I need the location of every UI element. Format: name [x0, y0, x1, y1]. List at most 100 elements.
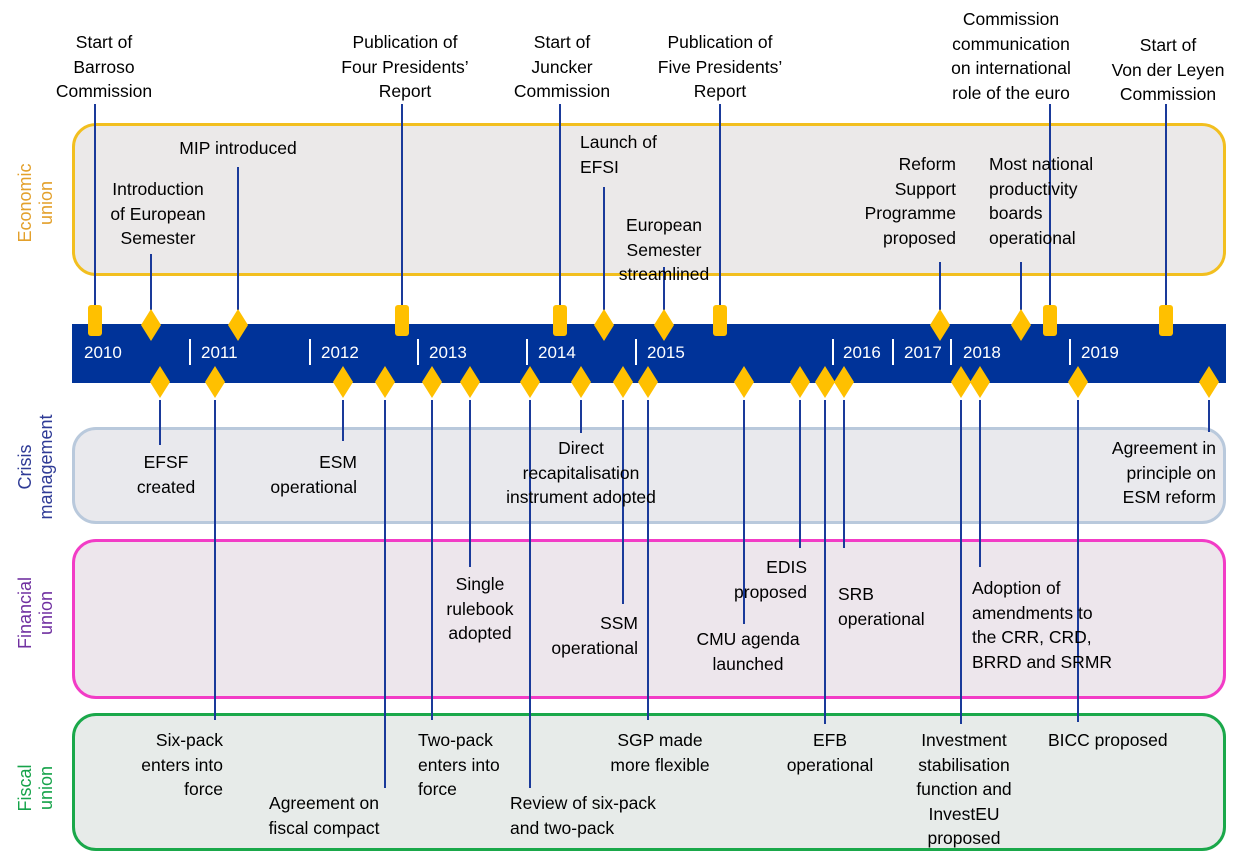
commission-marker-icon — [1159, 305, 1173, 336]
year-label-2019: 2019 — [1081, 343, 1119, 362]
event-label-line: Commission — [962, 9, 1060, 29]
diamond-marker-icon — [141, 309, 161, 341]
event-label-line: Five Presidents’ — [657, 56, 783, 77]
connector-line — [159, 400, 161, 445]
connector-line — [824, 400, 826, 724]
diamond-marker-icon — [150, 366, 170, 398]
year-separator — [950, 339, 952, 365]
event-label-line: Report — [378, 81, 432, 101]
connector-line — [603, 187, 605, 310]
connector-line — [647, 400, 649, 720]
year-separator — [1069, 339, 1071, 365]
connector-line — [1020, 262, 1022, 310]
event-label-line: Launch of — [580, 132, 657, 152]
event-label-line: Programme — [864, 203, 956, 223]
event-label-line: Start of — [1139, 35, 1197, 55]
event-label-line: communication — [952, 33, 1070, 54]
event-label-line: Commission — [513, 81, 611, 101]
fiscal-union-band — [72, 713, 1226, 851]
event-label-line: SGP made — [617, 730, 703, 750]
event-label-line: EFSI — [580, 156, 619, 177]
event-label-line: productivity — [989, 178, 1078, 199]
event-label-line: Investment — [921, 730, 1007, 750]
event-label-line: boards — [989, 203, 1043, 223]
band-label-line: union — [36, 590, 56, 636]
event-label-line: force — [418, 779, 457, 799]
event-label-line: Single — [455, 574, 505, 594]
diamond-marker-icon — [1011, 309, 1031, 341]
event-label-line: Semester — [626, 239, 702, 260]
event-label-line: Semester — [120, 228, 196, 248]
diamond-marker-icon — [970, 366, 990, 398]
connector-line — [939, 262, 941, 310]
economic-union-band — [72, 123, 1226, 276]
event-label-line: Introduction — [112, 179, 204, 199]
diamond-marker-icon — [228, 309, 248, 341]
event-label-line: European — [626, 215, 702, 235]
year-label-2012: 2012 — [321, 343, 359, 362]
commission-marker-icon — [395, 305, 409, 336]
commission-marker-icon — [1043, 305, 1057, 336]
diamond-marker-icon — [375, 366, 395, 398]
event-label-line: Two-pack — [418, 730, 493, 750]
year-label-2010: 2010 — [84, 343, 122, 362]
diamond-marker-icon — [460, 366, 480, 398]
year-separator — [892, 339, 894, 365]
connector-line — [401, 104, 403, 306]
connector-line — [799, 400, 801, 548]
event-label-line: rulebook — [446, 598, 514, 619]
event-label-line: Agreement on — [269, 793, 379, 813]
connector-line — [342, 400, 344, 441]
event-label-line: Review of six-pack — [510, 793, 656, 813]
event-label-line: ESM — [319, 452, 357, 472]
financial-union-band — [72, 539, 1226, 699]
diamond-marker-icon — [333, 366, 353, 398]
crisis-management-band — [72, 427, 1226, 524]
year-label-2013: 2013 — [429, 343, 467, 362]
event-label-line: instrument adopted — [506, 487, 656, 507]
connector-line — [743, 400, 745, 624]
event-label-line: Six-pack — [155, 730, 223, 750]
event-label-line: enters into — [141, 754, 223, 775]
connector-line — [529, 400, 531, 788]
connector-line — [719, 104, 721, 306]
event-label-line: proposed — [883, 227, 956, 248]
event-label-line: launched — [712, 653, 784, 674]
event-label-line: enters into — [418, 754, 500, 775]
band-label-line: union — [36, 765, 56, 811]
event-label-line: function and — [916, 779, 1012, 799]
diamond-marker-icon — [654, 309, 674, 341]
event-label-line: role of the euro — [952, 82, 1070, 103]
connector-line — [960, 400, 962, 724]
event-label-line: principle on — [1126, 462, 1217, 483]
diamond-marker-icon — [594, 309, 614, 341]
event-label-line: Barroso — [73, 56, 135, 77]
diamond-marker-icon — [571, 366, 591, 398]
event-label-line: BRRD and SRMR — [972, 651, 1113, 672]
diamond-marker-icon — [951, 366, 971, 398]
event-label-line: Start of — [75, 32, 133, 52]
diamond-marker-icon — [834, 366, 854, 398]
connector-line — [1077, 400, 1079, 722]
event-label-line: of European — [110, 203, 206, 224]
diamond-marker-icon — [205, 366, 225, 398]
year-separator — [832, 339, 834, 365]
connector-line — [979, 400, 981, 567]
event-label-line: Four Presidents’ — [341, 56, 469, 77]
event-label-line: EFB — [812, 730, 848, 750]
